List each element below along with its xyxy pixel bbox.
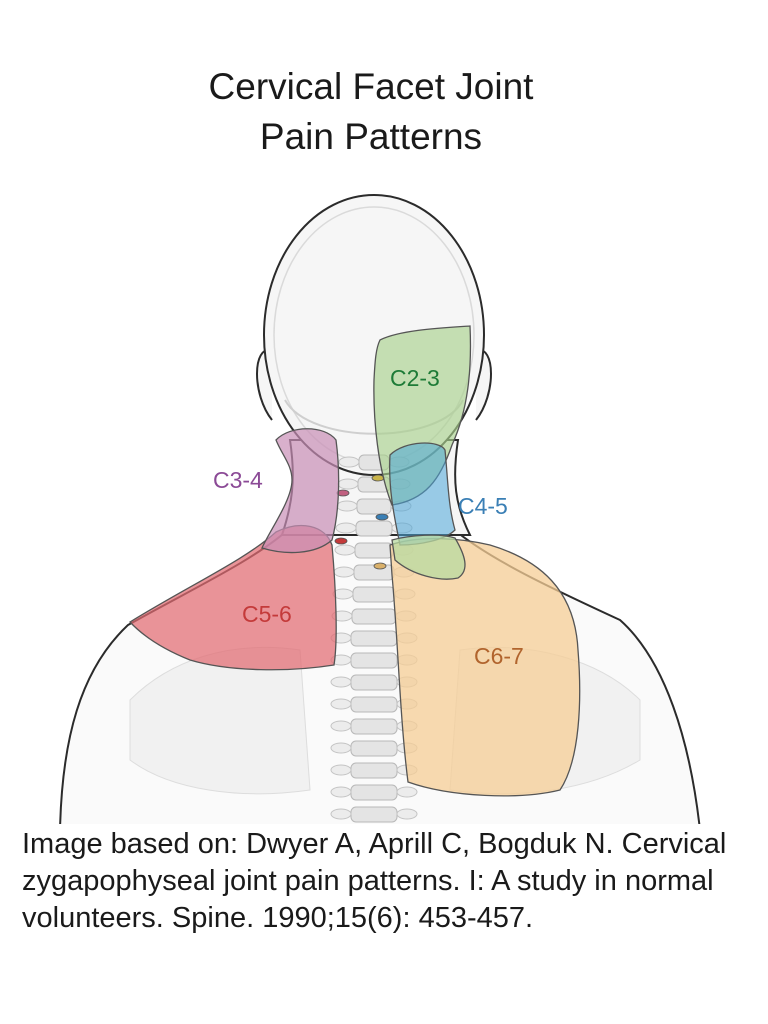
- vertebra-process: [330, 720, 352, 732]
- label-c4-5: C4-5: [458, 493, 508, 519]
- vertebra: [354, 542, 394, 559]
- vertebra-process: [335, 522, 357, 534]
- vertebra-process: [330, 742, 352, 754]
- vertebra: [355, 520, 393, 537]
- vertebra-process: [330, 698, 352, 710]
- label-c2-3: C2-3: [390, 365, 440, 391]
- left-scapula: [129, 647, 311, 795]
- page-title: Cervical Facet Joint Pain Patterns: [0, 62, 742, 162]
- region-c3-4: [261, 428, 340, 554]
- vertebra: [350, 718, 398, 735]
- vertebra: [350, 696, 398, 713]
- vertebra-process: [396, 808, 418, 820]
- facet-joint-marker: [371, 474, 385, 482]
- vertebra: [350, 784, 398, 801]
- vertebra-process: [330, 808, 352, 820]
- vertebra: [353, 564, 395, 581]
- vertebra-process: [396, 786, 418, 798]
- facet-joint-marker: [334, 537, 348, 545]
- citation-caption: Image based on: Dwyer A, Aprill C, Bogdu…: [22, 828, 727, 934]
- vertebra-process: [338, 456, 360, 468]
- vertebra: [352, 586, 396, 603]
- label-c5-6: C5-6: [242, 601, 292, 627]
- region-c6-7: [389, 537, 581, 797]
- facet-joint-marker: [373, 562, 387, 570]
- vertebra: [351, 608, 397, 625]
- region-c4-5-lower: [391, 534, 466, 580]
- vertebra: [350, 740, 398, 757]
- vertebra-process: [330, 764, 352, 776]
- vertebra-process: [330, 676, 352, 688]
- vertebra-process: [330, 786, 352, 798]
- neck-diagram: C2-3 C3-4 C4-5 C5-6 C6-7: [59, 194, 701, 824]
- title-line-1: Cervical Facet Joint: [208, 66, 534, 107]
- vertebra-process: [334, 544, 356, 556]
- vertebra-process: [333, 566, 355, 578]
- vertebra: [350, 630, 398, 647]
- facet-joint-marker: [375, 513, 389, 521]
- vertebra: [350, 762, 398, 779]
- label-c6-7: C6-7: [474, 643, 524, 669]
- vertebra: [356, 498, 392, 515]
- vertebra-process: [336, 500, 358, 512]
- region-c5-6: [128, 524, 337, 671]
- title-line-2: Pain Patterns: [259, 116, 483, 157]
- region-c4-5: [389, 442, 456, 546]
- vertebra-process: [337, 478, 359, 490]
- vertebra: [350, 652, 398, 669]
- vertebra: [350, 806, 398, 823]
- vertebra: [350, 674, 398, 691]
- label-c3-4: C3-4: [213, 467, 263, 493]
